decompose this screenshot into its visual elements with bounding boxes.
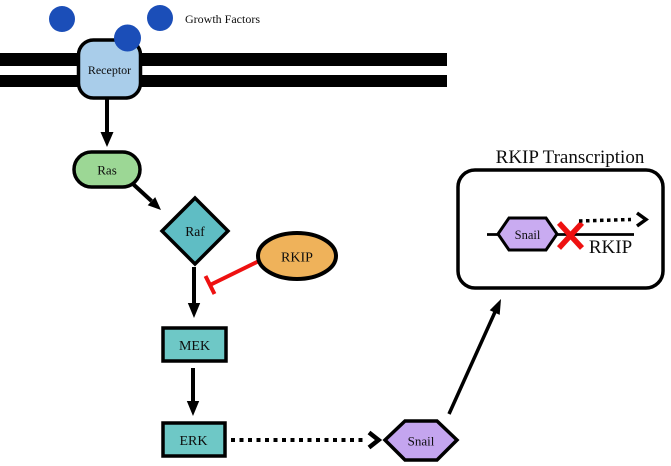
transcription-box	[456, 168, 665, 290]
membrane-top-bar	[0, 53, 447, 66]
receptor-label: Receptor	[88, 63, 131, 77]
transcription-box-title: RKIP Transcription	[496, 147, 645, 168]
arrow-receptor-to-ras-head	[100, 132, 114, 147]
growth-factors-label: Growth Factors	[185, 12, 260, 26]
rkip-inhibition-line	[210, 259, 260, 287]
blocked-x-icon	[556, 221, 585, 250]
snail-gene-node	[496, 216, 559, 252]
rkip-gene-label: RKIP	[589, 237, 632, 258]
mek-label: MEK	[179, 339, 210, 354]
growth-factor-circle-1	[49, 6, 75, 32]
arrow-mek-to-erk-head	[186, 401, 200, 416]
snail-node	[382, 419, 460, 462]
arrow-raf-to-mek-head	[187, 303, 201, 318]
raf-label: Raf	[185, 224, 205, 239]
arrow-ras-to-raf-shaft	[131, 182, 153, 203]
rkip-node	[256, 231, 338, 281]
erk-label: ERK	[180, 434, 208, 449]
arrow-ras-to-raf-head	[147, 197, 161, 210]
mek-node	[161, 326, 228, 363]
dashed-transcription-arrow-shaft	[578, 217, 632, 223]
raf-node	[159, 195, 231, 267]
erk-node	[161, 421, 227, 458]
snail-label: Snail	[408, 434, 435, 449]
arrow-snail-to-box-head	[489, 299, 501, 315]
ras-node	[72, 150, 142, 189]
rkip-label: RKIP	[281, 251, 313, 266]
rkip-inhibition-tbar	[203, 275, 217, 295]
ras-label: Ras	[97, 163, 117, 178]
receptor-node	[76, 38, 143, 100]
snail-gene-label: Snail	[515, 228, 541, 242]
arrow-snail-to-box-shaft	[447, 311, 497, 415]
membrane-bottom-bar	[0, 75, 447, 87]
dashed-arrow-erk-to-snail-head	[367, 430, 383, 450]
growth-factor-circle-3	[147, 5, 173, 31]
dashed-transcription-arrow-head	[635, 211, 649, 228]
blocked-x-stroke-2	[556, 221, 585, 250]
growth-factor-circle-2	[114, 24, 141, 52]
